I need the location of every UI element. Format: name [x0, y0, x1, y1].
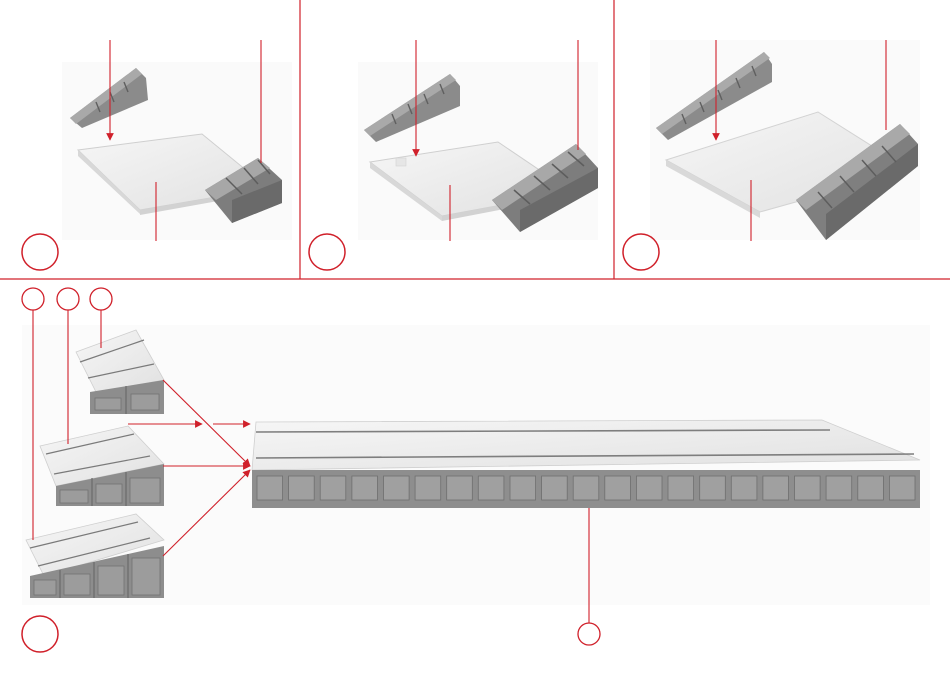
- platform-cell: [510, 476, 536, 500]
- platform-cell: [542, 476, 568, 500]
- platform-cell: [795, 476, 821, 500]
- platform-cell: [257, 476, 283, 500]
- callout-circle-icon: [57, 288, 79, 310]
- step-circle-icon: [22, 234, 58, 270]
- step-panel-3: [623, 40, 920, 270]
- step-circle-icon: [22, 616, 58, 652]
- platform-cell: [731, 476, 757, 500]
- platform-cell: [889, 476, 915, 500]
- platform-cell: [700, 476, 726, 500]
- platform-cell: [320, 476, 346, 500]
- assembly-panel: [22, 288, 930, 652]
- platform-cell: [573, 476, 599, 500]
- platform-cell: [858, 476, 884, 500]
- platform-cell: [352, 476, 378, 500]
- platform-cell: [826, 476, 852, 500]
- platform-cell: [447, 476, 473, 500]
- callout-circle-icon: [90, 288, 112, 310]
- platform-cell: [384, 476, 410, 500]
- platform-cell: [668, 476, 694, 500]
- platform-cell: [636, 476, 662, 500]
- step-circle-icon: [623, 234, 659, 270]
- platform-cells: [257, 476, 915, 500]
- platform-cell: [415, 476, 441, 500]
- step-panel-1: [22, 40, 292, 270]
- callout-circle-icon: [578, 623, 600, 645]
- callout-circle-icon: [22, 288, 44, 310]
- step-panel-2: [309, 40, 598, 270]
- platform-cell: [605, 476, 631, 500]
- step-circle-icon: [309, 234, 345, 270]
- platform-cell: [478, 476, 504, 500]
- platform-cell: [763, 476, 789, 500]
- platform-cell: [289, 476, 315, 500]
